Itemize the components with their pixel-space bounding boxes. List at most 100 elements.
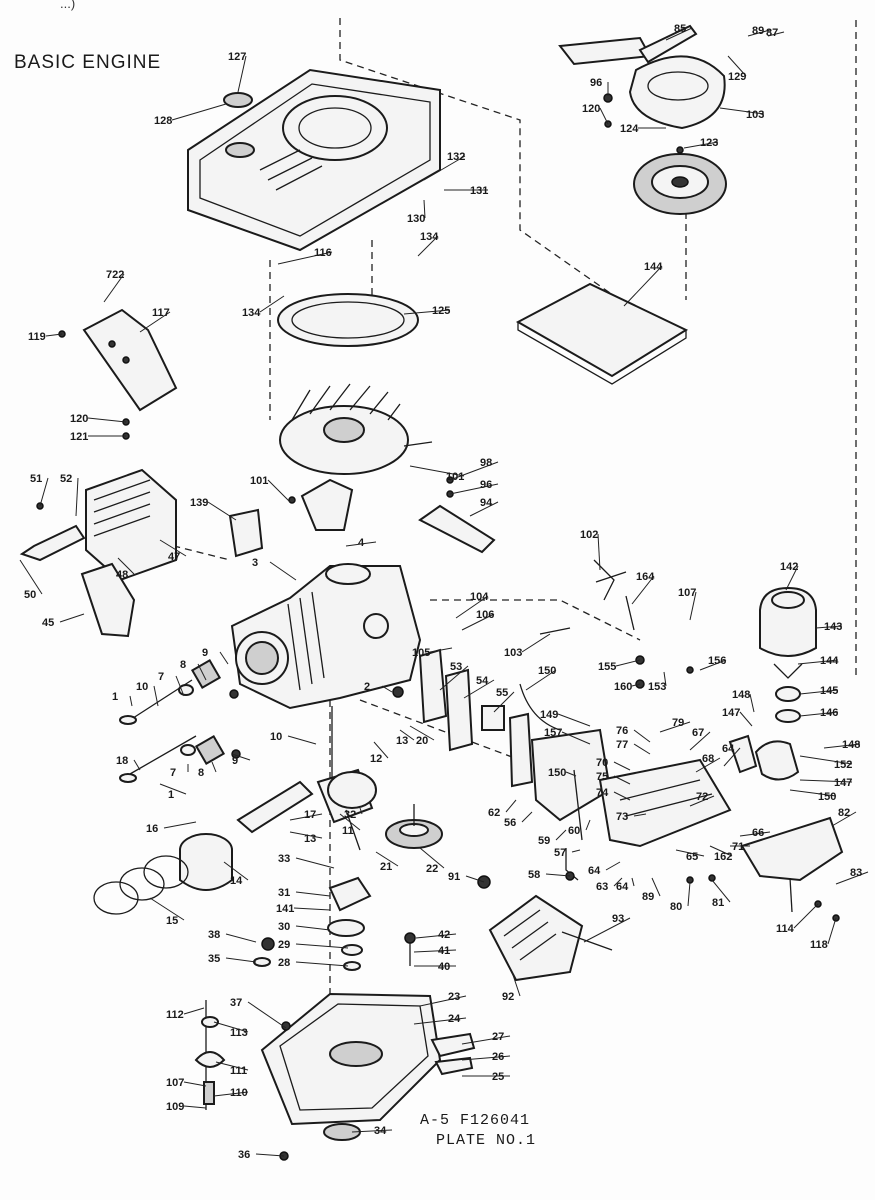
leader-line bbox=[409, 725, 435, 741]
callout-67: 67 bbox=[689, 727, 711, 751]
part-number-label: 18 bbox=[116, 755, 128, 767]
callout-144: 144 bbox=[623, 261, 663, 307]
leader-line bbox=[631, 877, 635, 887]
leader-line bbox=[359, 807, 363, 815]
part-number-label: 3 bbox=[252, 557, 258, 569]
leader-line bbox=[493, 691, 515, 713]
part-number-label: 37 bbox=[230, 997, 242, 1009]
callout-141: 141 bbox=[276, 903, 331, 915]
part-number-label: 26 bbox=[492, 1051, 504, 1063]
callout-118: 118 bbox=[810, 917, 837, 951]
part-number-label: 131 bbox=[470, 185, 488, 197]
leader-line bbox=[605, 861, 621, 871]
leader-line bbox=[557, 713, 591, 727]
callout-30: 30 bbox=[278, 921, 331, 933]
part-number-label: 75 bbox=[596, 771, 608, 783]
leader-line bbox=[521, 811, 533, 823]
callout-149: 149 bbox=[540, 709, 591, 727]
leader-line bbox=[417, 235, 439, 257]
callout-52: 52 bbox=[60, 473, 79, 517]
leader-line bbox=[399, 729, 415, 741]
part-number-label: 13 bbox=[396, 735, 408, 747]
part-number-label: 35 bbox=[208, 953, 220, 965]
callout-153: 153 bbox=[648, 671, 667, 693]
callout-10: 10 bbox=[270, 731, 317, 745]
leader-line bbox=[117, 557, 135, 575]
callout-57: 57 bbox=[554, 847, 581, 859]
part-number-label: 146 bbox=[820, 707, 838, 719]
part-number-label: 102 bbox=[580, 529, 598, 541]
callout-89: 89 bbox=[747, 25, 771, 37]
leader-line bbox=[423, 199, 426, 219]
callout-130: 130 bbox=[407, 199, 426, 225]
callout-74: 74 bbox=[596, 787, 631, 801]
part-number-label: 2 bbox=[364, 681, 370, 693]
leader-line bbox=[381, 685, 393, 693]
part-number-label: 85 bbox=[674, 23, 686, 35]
callout-9: 9 bbox=[202, 647, 229, 665]
part-number-label: 129 bbox=[728, 71, 746, 83]
callout-13: 13 bbox=[289, 831, 323, 845]
callout-132: 132 bbox=[423, 151, 465, 181]
callout-109: 109 bbox=[166, 1101, 207, 1113]
callout-7: 7 bbox=[158, 671, 185, 697]
callout-148: 148 bbox=[823, 739, 860, 751]
callout-31: 31 bbox=[278, 887, 331, 899]
callout-143: 143 bbox=[815, 621, 842, 633]
part-number-label: 7 bbox=[158, 671, 164, 683]
leader-line bbox=[633, 813, 647, 817]
callout-36: 36 bbox=[238, 1149, 285, 1161]
part-number-label: 38 bbox=[208, 929, 220, 941]
leader-line bbox=[207, 501, 237, 521]
part-number-label: 62 bbox=[488, 807, 500, 819]
leader-line bbox=[295, 943, 349, 949]
part-number-label: 73 bbox=[616, 811, 628, 823]
leader-line bbox=[785, 565, 799, 591]
leader-line bbox=[689, 795, 715, 807]
plate-code: A-5 F126041 bbox=[420, 1112, 531, 1129]
leader-line bbox=[835, 871, 869, 885]
callout-80: 80 bbox=[670, 881, 691, 913]
part-number-label: 15 bbox=[166, 915, 178, 927]
part-number-label: 119 bbox=[28, 331, 46, 343]
leader-line bbox=[153, 685, 159, 707]
leader-line bbox=[373, 741, 389, 759]
callout-164: 164 bbox=[631, 571, 655, 605]
leader-line bbox=[231, 753, 251, 761]
spark-plug bbox=[19, 524, 86, 562]
part-number-label: 41 bbox=[438, 945, 450, 957]
callout-139: 139 bbox=[190, 497, 237, 521]
part-number-label: 48 bbox=[116, 569, 128, 581]
part-number-label: 7 bbox=[170, 767, 176, 779]
part-number-label: 107 bbox=[166, 1077, 184, 1089]
part-number-label: 25 bbox=[492, 1071, 504, 1083]
part-number-label: 150 bbox=[818, 791, 836, 803]
callout-116: 116 bbox=[277, 247, 333, 265]
leader-line bbox=[215, 1061, 249, 1071]
callout-134: 134 bbox=[417, 231, 439, 257]
part-number-label: 83 bbox=[850, 867, 862, 879]
leader-line bbox=[413, 1017, 467, 1025]
part-number-label: 64 bbox=[722, 743, 735, 755]
leader-line bbox=[613, 791, 631, 801]
leader-line bbox=[289, 831, 323, 839]
leader-line bbox=[289, 813, 323, 821]
callout-101: 101 bbox=[250, 475, 291, 503]
leader-line bbox=[597, 533, 601, 571]
callout-103: 103 bbox=[504, 633, 551, 659]
leader-line bbox=[689, 731, 711, 751]
leader-line bbox=[599, 107, 609, 125]
callout-119: 119 bbox=[28, 331, 63, 343]
callout-4: 4 bbox=[345, 537, 377, 549]
piston bbox=[179, 833, 233, 891]
part-number-label: 20 bbox=[416, 735, 428, 747]
part-number-label: 128 bbox=[154, 115, 172, 127]
callout-71: 71 bbox=[730, 841, 750, 853]
leader-line bbox=[213, 1091, 249, 1097]
part-number-label: 8 bbox=[180, 659, 186, 671]
leader-line bbox=[461, 613, 495, 631]
part-number-label: 32 bbox=[344, 809, 356, 821]
part-number-label: 40 bbox=[438, 961, 450, 973]
leader-line bbox=[631, 575, 655, 605]
